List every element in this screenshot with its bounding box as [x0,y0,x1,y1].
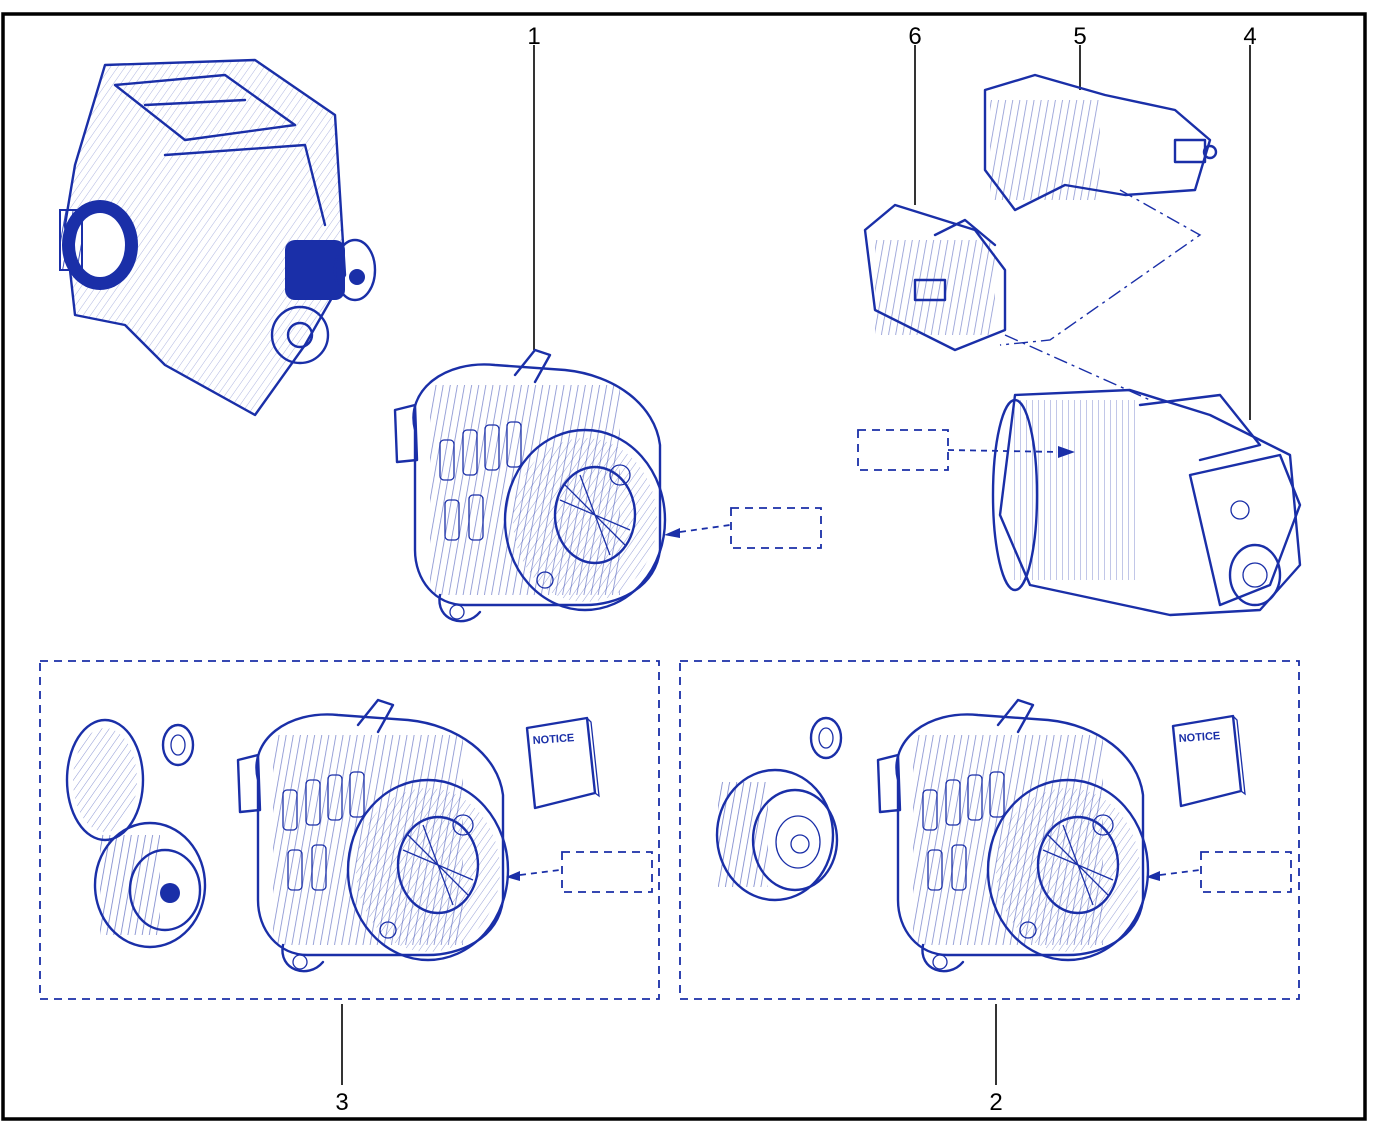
callout-1: 1 [527,23,540,50]
reference-box-2 [1200,851,1292,893]
callout-3: 3 [335,1089,348,1116]
reference-box-3 [561,851,653,893]
callout-4: 4 [1243,23,1256,50]
reference-box-4 [857,429,949,471]
diagram-frame [1,12,1367,1121]
alternator-icon [236,698,510,973]
callout-5: 5 [1073,23,1086,50]
solenoid-bracket-icon [863,203,1007,352]
starter-motor-icon [991,388,1302,617]
callout-6: 6 [908,23,921,50]
notice-booklet-icon: NOTICE [1171,714,1247,808]
pulley-icon [93,821,207,949]
alternator-icon [393,348,667,623]
end-cap-icon [65,718,145,842]
pulley-icon [715,768,839,902]
kit-2-panel [679,660,1300,1000]
nut-icon [161,723,195,767]
notice-label-right: NOTICE [1178,730,1220,745]
notice-booklet-icon: NOTICE [525,716,601,810]
nut-icon [809,716,843,760]
kit-3-panel [39,660,660,1000]
alternator-icon [876,698,1150,973]
reference-box-1 [730,507,822,549]
engine-assembly-icon [59,58,377,417]
notice-label-left: NOTICE [532,732,574,747]
callout-2: 2 [989,1089,1002,1116]
solenoid-icon [983,73,1218,212]
